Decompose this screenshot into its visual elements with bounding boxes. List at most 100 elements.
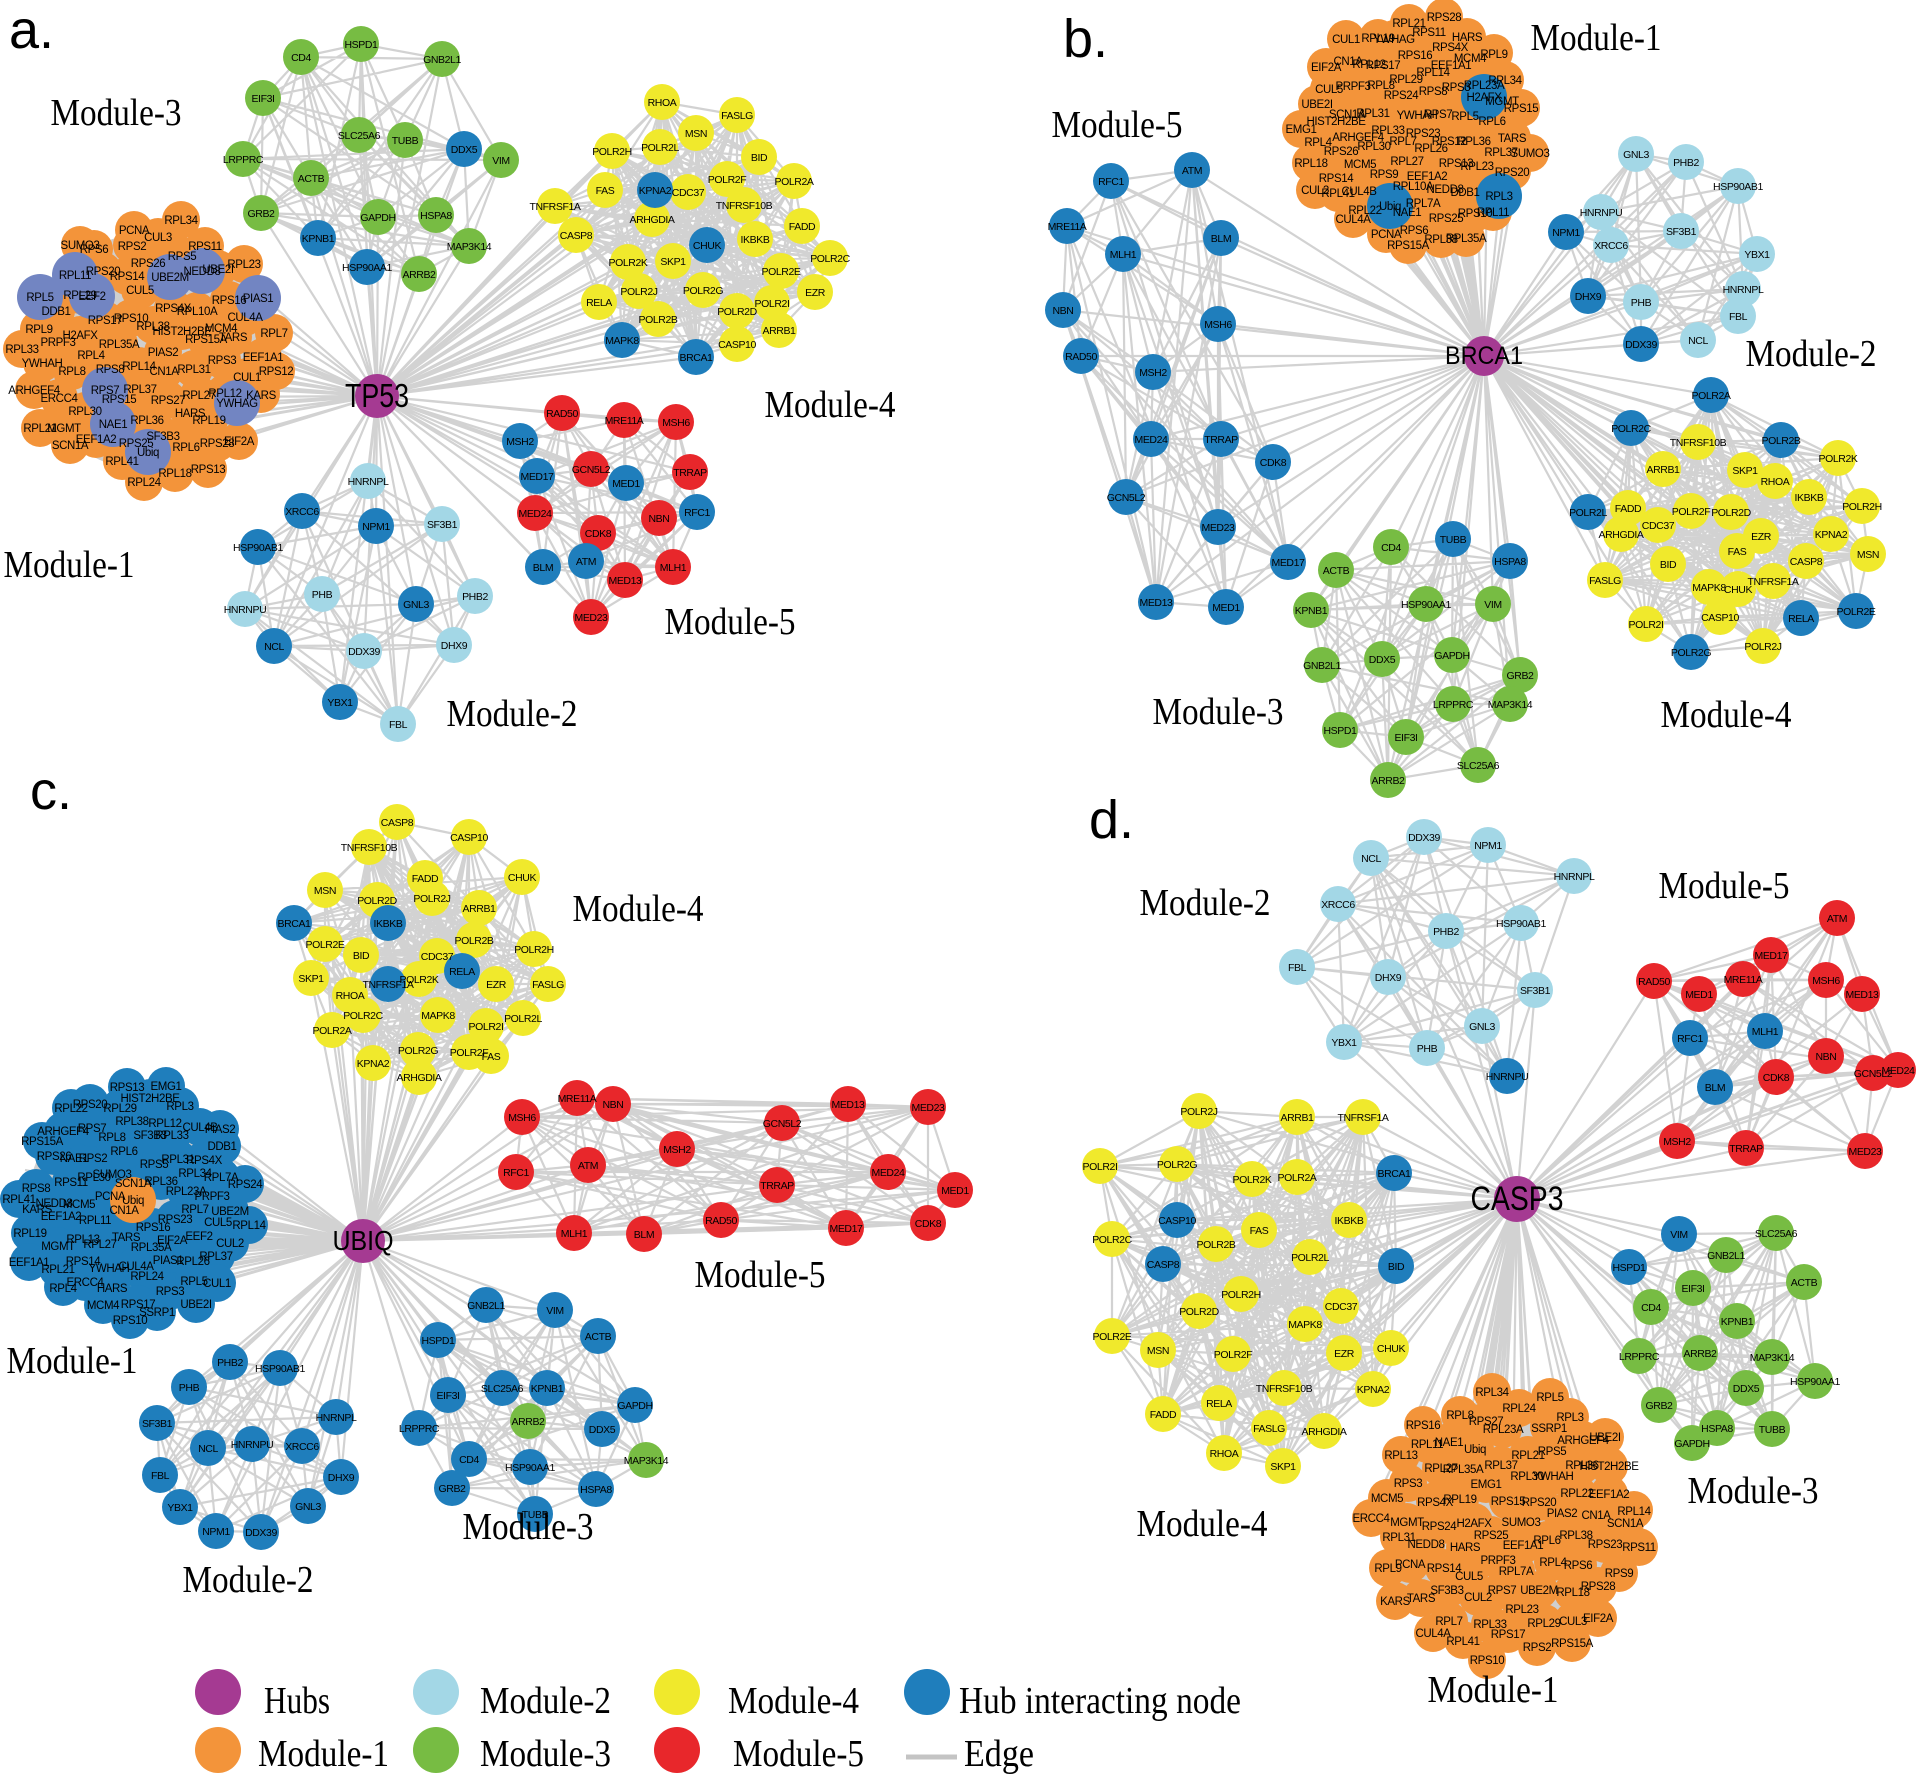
svg-text:BID: BID [1660,559,1677,571]
svg-text:RPL7A: RPL7A [204,1172,239,1184]
svg-text:IKBKB: IKBKB [741,234,770,246]
svg-text:RPS23: RPS23 [1588,1539,1622,1551]
svg-text:GCN5L2: GCN5L2 [1107,492,1146,504]
svg-text:RPL7A: RPL7A [1499,1566,1534,1578]
svg-text:BID: BID [751,152,768,164]
svg-text:Ubiq: Ubiq [1379,201,1401,213]
svg-text:RPS27: RPS27 [1469,1416,1503,1428]
svg-text:Hubs: Hubs [264,1680,330,1722]
svg-text:VIM: VIM [492,155,509,167]
svg-text:SF3B1: SF3B1 [142,1418,173,1430]
svg-text:SCN1A: SCN1A [52,440,89,452]
svg-text:POLR2A: POLR2A [312,1025,351,1037]
svg-text:RPS7: RPS7 [78,1123,106,1135]
svg-text:GCN5L2: GCN5L2 [1854,1068,1893,1080]
svg-text:SUMO3: SUMO3 [61,240,100,252]
svg-text:RPS14: RPS14 [1427,1563,1462,1575]
svg-text:Ubiq: Ubiq [1464,1444,1486,1456]
svg-text:RPL13: RPL13 [1384,1450,1417,1462]
svg-text:YWHAH: YWHAH [1397,110,1438,122]
svg-text:YWHAG: YWHAG [216,398,258,410]
svg-text:POLR2E: POLR2E [1836,606,1875,618]
svg-text:POLR2G: POLR2G [683,285,723,297]
svg-text:MED1: MED1 [1685,989,1713,1001]
svg-text:EEF1A1: EEF1A1 [1431,60,1471,72]
svg-text:MSH2: MSH2 [506,436,534,448]
svg-text:MED24: MED24 [1881,1065,1915,1077]
svg-text:ARHGEF4: ARHGEF4 [8,385,61,397]
svg-text:CUL4A: CUL4A [227,312,263,324]
svg-text:RPS24: RPS24 [1422,1521,1457,1533]
svg-text:ARHGEF4: ARHGEF4 [37,1126,90,1138]
svg-text:TRRAP: TRRAP [1729,1143,1763,1155]
svg-text:MED24: MED24 [871,1167,905,1179]
svg-text:EEF1A2: EEF1A2 [1407,171,1447,183]
svg-text:RPL14: RPL14 [232,1220,266,1232]
svg-text:RPL22: RPL22 [54,1103,87,1115]
svg-text:CASP8: CASP8 [381,817,414,829]
svg-text:RPL8: RPL8 [1367,80,1394,92]
svg-text:HNRNPL: HNRNPL [1723,284,1764,296]
svg-text:EEF1A1: EEF1A1 [243,352,283,364]
svg-text:TARS: TARS [1407,1593,1436,1605]
svg-text:RPS8: RPS8 [1419,86,1447,98]
svg-text:RPL31: RPL31 [1382,1532,1415,1544]
svg-text:XRCC6: XRCC6 [1594,240,1628,252]
svg-text:MAP3K14: MAP3K14 [1750,1352,1795,1364]
svg-text:ARRB2: ARRB2 [1371,775,1405,787]
svg-text:MED13: MED13 [1845,989,1879,1001]
svg-text:NCL: NCL [1361,853,1381,865]
svg-text:RPL11: RPL11 [59,270,91,282]
svg-text:EEF1A1: EEF1A1 [9,1257,49,1269]
svg-text:CHUK: CHUK [693,240,722,252]
svg-text:TP53: TP53 [345,377,409,414]
svg-text:TRRAP: TRRAP [673,467,707,479]
svg-text:RPL24: RPL24 [1502,1403,1536,1415]
svg-text:POLR2D: POLR2D [717,306,757,318]
svg-text:RPS13: RPS13 [191,464,225,476]
svg-text:PCNA: PCNA [119,225,150,237]
svg-text:CHUK: CHUK [508,872,537,884]
svg-text:RPL19: RPL19 [1361,33,1394,45]
svg-text:CASP8: CASP8 [1790,556,1823,568]
svg-text:ARHGDIA: ARHGDIA [396,1072,441,1084]
svg-text:NCL: NCL [198,1443,218,1455]
svg-text:SSRP1: SSRP1 [139,1307,175,1319]
svg-text:FADD: FADD [789,221,816,233]
svg-text:GRB2: GRB2 [248,208,276,220]
svg-text:RPS10: RPS10 [1458,208,1492,220]
svg-text:HNRNPU: HNRNPU [231,1439,274,1451]
svg-text:PHB2: PHB2 [462,591,488,603]
svg-text:RPL29: RPL29 [103,1103,136,1115]
svg-text:RPS17: RPS17 [1366,60,1400,72]
svg-text:RPS15A: RPS15A [185,334,227,346]
svg-text:DHX9: DHX9 [1575,291,1602,303]
svg-text:BID: BID [1388,1261,1405,1273]
svg-text:RPL41: RPL41 [2,1194,35,1206]
svg-text:POLR2C: POLR2C [810,253,850,265]
svg-text:POLR2F: POLR2F [1672,506,1710,518]
svg-text:MAP3K14: MAP3K14 [624,1455,669,1467]
svg-text:RPS26: RPS26 [1324,146,1358,158]
svg-text:MED17: MED17 [1271,557,1305,569]
svg-text:EZR: EZR [1751,531,1772,543]
svg-text:MED23: MED23 [911,1102,945,1114]
svg-text:RPL23: RPL23 [1460,161,1493,173]
svg-text:NAE1: NAE1 [1435,1437,1463,1449]
svg-text:RPL23: RPL23 [1505,1604,1538,1616]
svg-text:SF3B1: SF3B1 [427,519,458,531]
svg-text:HSP90AA1: HSP90AA1 [1401,599,1451,611]
svg-text:RAD50: RAD50 [546,408,578,420]
svg-text:RPS6: RPS6 [1564,1560,1592,1572]
svg-text:POLR2H: POLR2H [1842,501,1882,513]
svg-text:PCNA: PCNA [1371,229,1402,241]
svg-text:FAS: FAS [1728,546,1747,558]
svg-text:RPL4: RPL4 [1539,1557,1567,1569]
svg-text:FAS: FAS [1250,1225,1269,1237]
svg-text:POLR2C: POLR2C [343,1010,383,1022]
svg-text:CASP8: CASP8 [1147,1259,1180,1271]
svg-text:NPM1: NPM1 [362,521,390,533]
svg-text:RHOA: RHOA [648,97,677,109]
svg-text:ARRB2: ARRB2 [511,1416,545,1428]
svg-text:EEF1A2: EEF1A2 [76,434,116,446]
